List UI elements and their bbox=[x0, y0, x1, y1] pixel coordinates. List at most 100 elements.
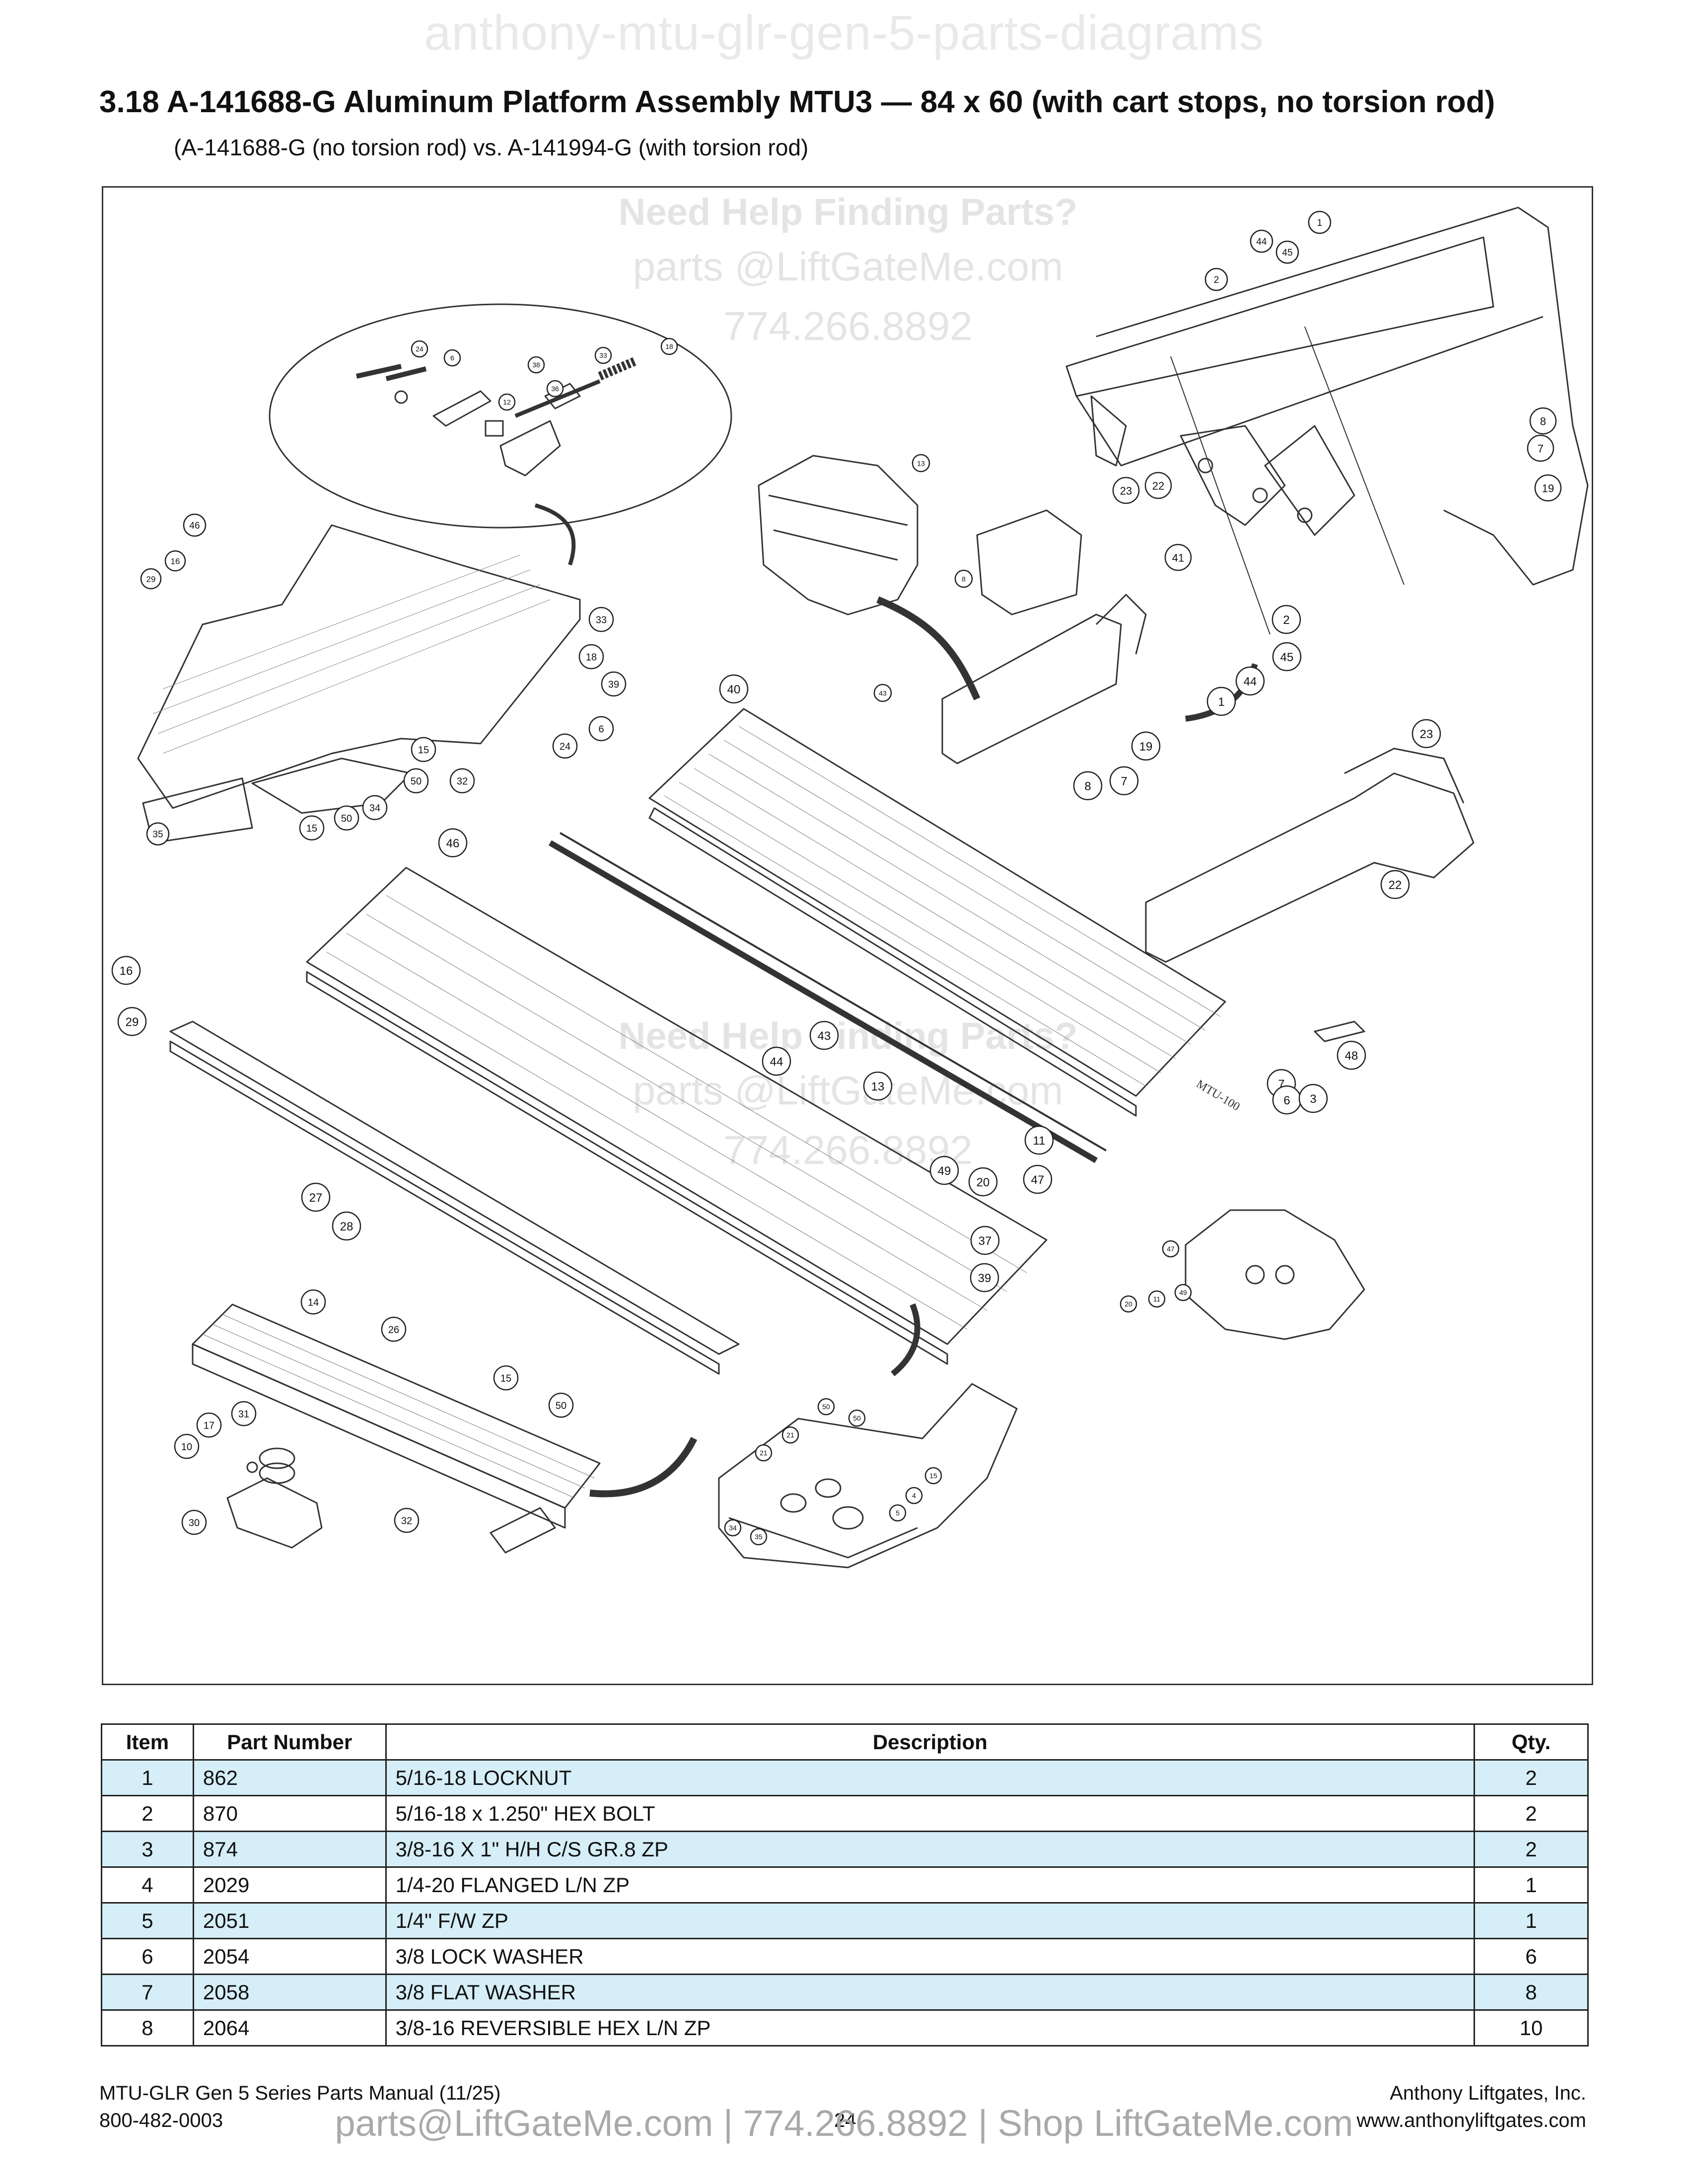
arrow-pad-to-detail bbox=[589, 1436, 698, 1498]
callout-circle bbox=[1275, 240, 1299, 264]
callout-number: 24 bbox=[560, 742, 570, 752]
callout-number: 5 bbox=[896, 1509, 900, 1517]
callout-13: 13 bbox=[863, 1071, 893, 1101]
callout-circle bbox=[546, 380, 564, 398]
hinge-pin-48 bbox=[1314, 1021, 1365, 1042]
arrow-bottom-detail bbox=[891, 1303, 920, 1376]
cell-description: 5/16-18 LOCKNUT bbox=[385, 1759, 1476, 1796]
callout-number: 46 bbox=[189, 521, 200, 531]
callout-3: 3 bbox=[1298, 1084, 1328, 1113]
cell-qty: 2 bbox=[1474, 1831, 1589, 1868]
callout-45: 45 bbox=[1275, 240, 1299, 264]
cell-part-number: 2054 bbox=[192, 1938, 387, 1975]
cell-description: 3/8 FLAT WASHER bbox=[385, 1974, 1476, 2011]
callout-number: 23 bbox=[1420, 728, 1433, 741]
cell-qty: 6 bbox=[1474, 1938, 1589, 1975]
callout-5: 5 bbox=[889, 1504, 907, 1522]
footer-website[interactable]: www.anthonyliftgates.com bbox=[1356, 2110, 1586, 2131]
callout-circle bbox=[183, 513, 207, 537]
callout-number: 15 bbox=[306, 823, 317, 834]
callout-circle bbox=[146, 822, 170, 846]
callout-number: 32 bbox=[401, 1516, 412, 1527]
callout-15: 15 bbox=[493, 1365, 519, 1391]
callout-47: 47 bbox=[1023, 1164, 1053, 1194]
callout-41: 41 bbox=[1164, 544, 1192, 571]
callout-circle bbox=[301, 1182, 331, 1212]
callout-circle bbox=[1204, 268, 1228, 291]
callout-circle bbox=[1162, 1240, 1180, 1258]
block-part-32 bbox=[490, 1507, 556, 1554]
cell-description: 1/4" F/W ZP bbox=[385, 1902, 1476, 1939]
platform-stamp-label: MTU-100 bbox=[1194, 1078, 1242, 1113]
callout-number: 48 bbox=[1345, 1049, 1358, 1063]
diagram-drawing: MTU-100 14544287192322412463833181236138… bbox=[111, 206, 1589, 1569]
callout-49: 49 bbox=[1174, 1284, 1192, 1301]
lift-frame-assembly bbox=[941, 509, 1475, 963]
callout-number: 11 bbox=[1153, 1295, 1161, 1303]
callout-circle bbox=[968, 1167, 998, 1197]
callout-number: 1 bbox=[1218, 695, 1224, 709]
callout-21: 21 bbox=[781, 1426, 799, 1444]
callout-6: 6 bbox=[1272, 1085, 1302, 1115]
callout-circle bbox=[578, 644, 604, 670]
pivot-detail-bottom bbox=[718, 1383, 1018, 1569]
callout-number: 20 bbox=[977, 1176, 990, 1189]
callout-circle bbox=[1380, 870, 1410, 899]
callout-circle bbox=[601, 671, 627, 697]
callout-number: 10 bbox=[181, 1442, 192, 1453]
callout-number: 3 bbox=[1310, 1092, 1316, 1106]
callout-circle bbox=[493, 1365, 519, 1391]
callout-number: 41 bbox=[1172, 551, 1184, 564]
arrow-ellipse-to-platform bbox=[534, 503, 576, 566]
callout-34: 34 bbox=[724, 1519, 742, 1537]
callout-23: 23 bbox=[1112, 477, 1140, 504]
callout-19: 19 bbox=[1534, 474, 1562, 502]
callout-circle bbox=[1206, 686, 1236, 716]
callout-circle bbox=[443, 349, 461, 367]
callout-circle bbox=[755, 1444, 773, 1462]
callout-47: 47 bbox=[1162, 1240, 1180, 1258]
callout-circle bbox=[498, 393, 516, 411]
callout-number: 45 bbox=[1280, 651, 1294, 664]
callout-number: 34 bbox=[369, 803, 380, 814]
callout-number: 7 bbox=[1538, 442, 1544, 455]
cell-part-number: 2064 bbox=[192, 2009, 387, 2047]
callout-number: 22 bbox=[1389, 879, 1402, 892]
footer-phone: 800-482-0003 bbox=[99, 2110, 223, 2131]
callout-circle bbox=[411, 340, 428, 358]
callout-circle bbox=[912, 454, 930, 473]
callout-number: 44 bbox=[1256, 237, 1267, 247]
callout-circle bbox=[924, 1467, 942, 1485]
callout-7: 7 bbox=[1527, 434, 1554, 462]
callout-26: 26 bbox=[381, 1316, 407, 1342]
callout-circle bbox=[1272, 642, 1302, 672]
callout-number: 44 bbox=[770, 1055, 783, 1069]
callout-15: 15 bbox=[924, 1467, 942, 1485]
callout-44: 44 bbox=[1250, 229, 1273, 253]
callout-number: 31 bbox=[238, 1409, 249, 1420]
callout-number: 32 bbox=[457, 776, 468, 787]
callout-circle bbox=[1529, 407, 1557, 435]
callout-27: 27 bbox=[301, 1182, 331, 1212]
callout-number: 49 bbox=[938, 1164, 951, 1178]
callout-36: 36 bbox=[546, 380, 564, 398]
callout-number: 15 bbox=[500, 1373, 511, 1384]
callout-12: 12 bbox=[498, 393, 516, 411]
callout-circle bbox=[750, 1528, 768, 1546]
callout-circle bbox=[300, 1289, 326, 1315]
callout-39: 39 bbox=[970, 1263, 999, 1293]
callout-circle bbox=[1109, 766, 1139, 796]
callout-number: 8 bbox=[1540, 415, 1546, 427]
cell-item: 6 bbox=[101, 1938, 194, 1975]
callout-circle bbox=[117, 1007, 147, 1036]
callout-6: 6 bbox=[588, 716, 614, 742]
callout-number: 33 bbox=[599, 351, 607, 359]
callout-39: 39 bbox=[601, 671, 627, 697]
callout-number: 13 bbox=[917, 459, 925, 467]
callout-20: 20 bbox=[968, 1167, 998, 1197]
callout-number: 13 bbox=[871, 1080, 885, 1093]
callout-number: 6 bbox=[598, 724, 604, 735]
cell-item: 5 bbox=[101, 1902, 194, 1939]
callout-50: 50 bbox=[403, 768, 429, 794]
table-row: 5 2051 1/4" F/W ZP 1 bbox=[101, 1902, 1589, 1939]
